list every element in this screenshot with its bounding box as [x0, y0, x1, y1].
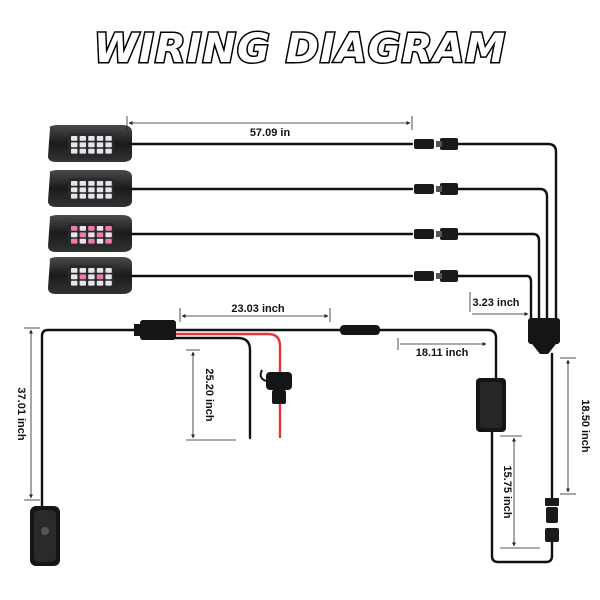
inline-connector: [340, 325, 380, 335]
led-chip: [96, 274, 104, 280]
led-chip: [88, 142, 95, 148]
rocker-switch-icon: [30, 506, 60, 566]
led-chip: [71, 274, 78, 280]
led-chip: [79, 142, 86, 148]
controller-lead-length-label: 18.11 inch: [416, 347, 469, 359]
led-chip: [88, 148, 95, 154]
hub-connector: [545, 498, 559, 542]
led-chip: [88, 232, 95, 238]
led-chip: [88, 274, 95, 280]
led-chip: [105, 226, 112, 231]
led-chip: [79, 232, 86, 238]
led-chip: [96, 142, 104, 148]
led-chip: [79, 238, 86, 244]
led-chip: [96, 280, 104, 286]
led-chip: [105, 193, 112, 199]
led-chip: [105, 274, 112, 280]
led-chip: [79, 136, 86, 141]
led-chip: [105, 181, 112, 186]
negative-wire: [174, 336, 252, 440]
led-chip: [71, 268, 78, 273]
led-chip: [96, 193, 104, 199]
led-chip: [71, 148, 78, 154]
led-chip: [105, 187, 112, 193]
led-chip: [79, 280, 86, 286]
led-chip: [105, 268, 112, 273]
dimension-lines: [24, 116, 576, 549]
led-chip: [105, 142, 112, 148]
connector-icon: [414, 228, 458, 240]
controller-box-icon: [476, 378, 506, 432]
pod-cables: [130, 142, 414, 278]
led-chip: [88, 181, 95, 186]
led-chip: [79, 148, 86, 154]
connector-icon: [414, 270, 458, 282]
led-chip: [96, 181, 104, 186]
power-lead-length-label: 23.03 inch: [231, 303, 284, 315]
led-chip: [71, 280, 78, 286]
led-chip: [71, 232, 78, 238]
ground-lead-length-label: 25.20 inch: [203, 368, 215, 421]
connector-icon: [545, 498, 559, 542]
led-chip: [96, 268, 104, 273]
led-chip: [96, 238, 104, 244]
led-chip: [79, 226, 86, 231]
led-chip: [96, 187, 104, 193]
pod-connectors: [414, 138, 458, 282]
led-chip: [88, 238, 95, 244]
connector-icon: [414, 138, 458, 150]
led-chip: [71, 226, 78, 231]
switch-cable: [40, 328, 136, 508]
branch-length-label: 3.23 inch: [472, 297, 519, 309]
led-chip: [88, 268, 95, 273]
connector-icon: [414, 183, 458, 195]
led-chip: [105, 232, 112, 238]
led-chip: [88, 226, 95, 231]
led-chip: [105, 148, 112, 154]
led-chip: [71, 187, 78, 193]
led-chip: [71, 136, 78, 141]
controller-output-length-label: 15.75 inch: [501, 465, 513, 518]
led-chip: [96, 232, 104, 238]
branch-wires: [456, 142, 558, 320]
led-chip: [71, 238, 78, 244]
led-chip: [79, 193, 86, 199]
led-chip: [88, 187, 95, 193]
diagram-title: WIRING DIAGRAM: [94, 26, 506, 72]
pod-cable-length-label: 57.09 in: [250, 127, 291, 139]
led-chip: [71, 193, 78, 199]
controller-input-cable: [378, 328, 498, 380]
led-chip: [105, 238, 112, 244]
led-chip: [96, 148, 104, 154]
fuse-holder-icon: [259, 369, 292, 404]
led-chip: [96, 136, 104, 141]
led-chip: [105, 280, 112, 286]
power-splice: [134, 320, 176, 340]
led-chip-grids: [71, 136, 112, 286]
hub-cable-length-label: 18.50 inch: [579, 399, 591, 452]
switch-cable-length-label: 37.01 inch: [15, 387, 27, 440]
led-chip: [79, 187, 86, 193]
led-chip: [79, 268, 86, 273]
led-chip: [71, 181, 78, 186]
led-chip: [88, 136, 95, 141]
splitter-hub: [528, 318, 560, 354]
controller-output-cable: [490, 430, 554, 564]
led-chip: [96, 226, 104, 231]
led-chip: [79, 274, 86, 280]
led-chip: [105, 136, 112, 141]
positive-wire: [176, 332, 282, 438]
led-chip: [88, 280, 95, 286]
led-chip: [79, 181, 86, 186]
led-chip: [88, 193, 95, 199]
led-chip: [71, 142, 78, 148]
